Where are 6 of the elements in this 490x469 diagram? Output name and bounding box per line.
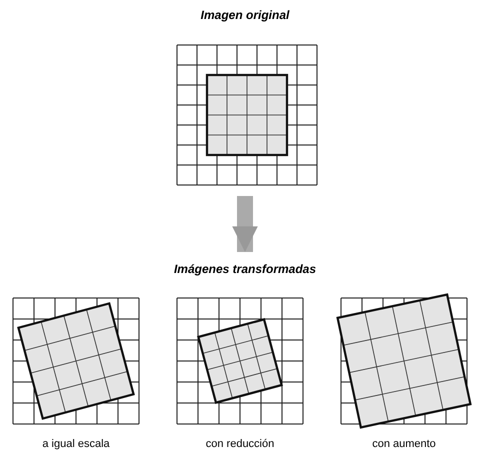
grid-caption: con reducción [206,438,274,450]
grid-caption: a igual escala [42,438,110,450]
arrow [232,196,258,252]
grid-caption: con aumento [372,438,436,450]
section-heading: Imágenes transformadas [174,262,316,276]
section-heading: Imagen original [200,8,290,22]
